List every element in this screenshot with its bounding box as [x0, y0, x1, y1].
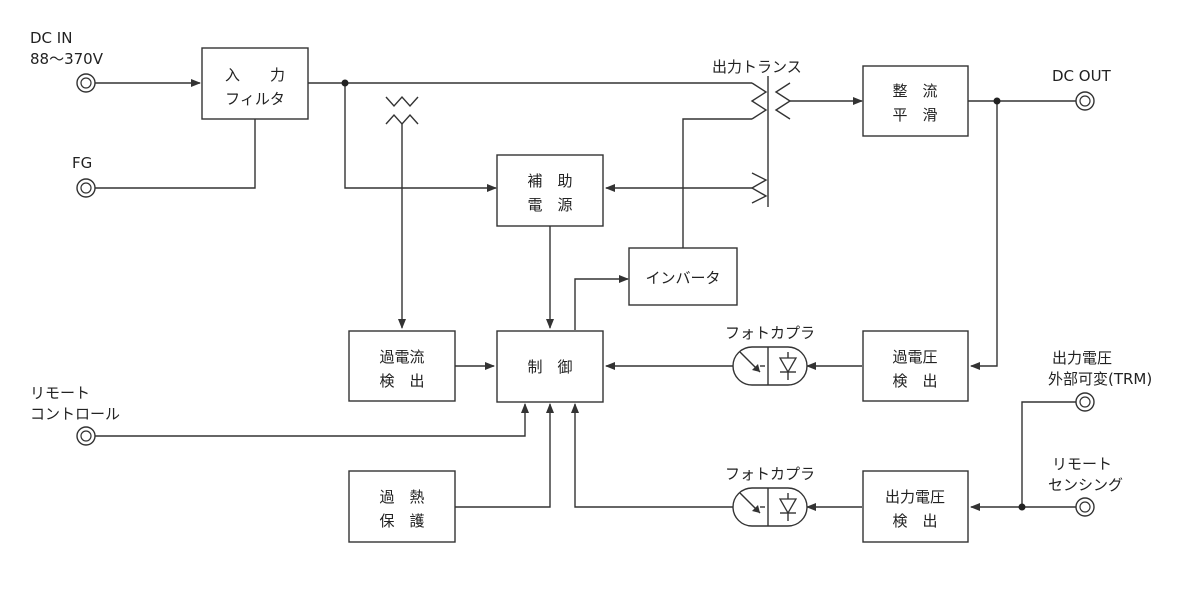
block-input-filter-line1: 入 力	[225, 66, 285, 84]
terminal-fg-label: FG	[72, 154, 92, 172]
terminal-trm: 出力電圧 外部可変(TRM)	[1048, 349, 1152, 412]
block-overvoltage-line1: 過電圧	[892, 348, 937, 366]
block-overcurrent-detect: 過電流 検 出	[348, 330, 456, 402]
terminal-remote-sensing: リモート センシング	[1048, 455, 1123, 517]
block-ovd-line2: 検 出	[892, 512, 937, 530]
block-output-voltage-detect: 出力電圧 検 出	[862, 470, 969, 543]
output-transformer-label: 出力トランス	[712, 58, 802, 76]
wire-remote-to-control	[95, 403, 529, 437]
terminal-trm-label-2: 外部可変(TRM)	[1048, 370, 1152, 388]
photocoupler-upper-label: フォトカプラ	[725, 324, 815, 342]
wire-control-to-inverter	[574, 275, 629, 330]
block-overcurrent-line1: 過電流	[379, 348, 424, 366]
block-thermal-line2: 保 護	[379, 512, 424, 530]
terminal-trm-label-1: 出力電圧	[1052, 349, 1112, 367]
terminal-remote-control-label-2: コントロール	[30, 405, 120, 423]
block-control-label: 制 御	[527, 358, 572, 376]
wire-dcout-to-overvoltage	[970, 101, 998, 370]
block-rectifier-line2: 平 滑	[892, 106, 937, 124]
wire-trm-to-node	[1021, 401, 1076, 507]
terminal-remote-control: リモート コントロール	[30, 384, 120, 446]
terminal-fg: FG	[72, 154, 96, 198]
photocoupler-lower-label: フォトカプラ	[725, 465, 815, 483]
junction-dot	[341, 79, 349, 87]
terminal-dc-in: DC IN 88～370V	[30, 29, 104, 93]
block-rectifier-line1: 整 流	[892, 82, 937, 100]
block-inverter: インバータ	[628, 247, 738, 306]
wire-fg-to-filter	[95, 119, 256, 189]
current-transformer-symbol	[385, 95, 419, 126]
block-inverter-label: インバータ	[645, 269, 720, 287]
terminal-remote-control-label-1: リモート	[30, 384, 90, 402]
junction-dot	[1018, 503, 1026, 511]
block-overvoltage-detect: 過電圧 検 出	[862, 330, 969, 402]
photocoupler-upper: フォトカプラ	[725, 324, 815, 386]
wire-pc2-to-control	[571, 403, 733, 508]
wire-thermal-to-control	[455, 403, 554, 508]
terminal-dc-in-label-2: 88～370V	[30, 50, 104, 68]
terminal-dc-in-label-1: DC IN	[30, 29, 72, 47]
wires	[95, 79, 1076, 511]
block-aux-power: 補 助 電 源	[496, 154, 604, 227]
block-thermal-protection: 過 熱 保 護	[348, 470, 456, 543]
block-overcurrent-line2: 検 出	[379, 372, 424, 390]
output-transformer-symbol	[750, 76, 792, 207]
block-thermal-line1: 過 熱	[379, 488, 424, 506]
block-aux-power-line1: 補 助	[527, 172, 572, 190]
wire-inverter-to-transformer	[682, 118, 752, 248]
wire-junction-to-aux	[344, 83, 497, 192]
photocoupler-lower: フォトカプラ	[725, 465, 815, 527]
terminal-dc-out: DC OUT	[1052, 67, 1112, 111]
block-overvoltage-line2: 検 出	[892, 372, 937, 390]
block-input-filter: 入 力 フィルタ	[201, 47, 309, 120]
terminal-remote-sensing-label-2: センシング	[1048, 476, 1123, 494]
block-rectifier: 整 流 平 滑	[862, 65, 969, 137]
block-ovd-line1: 出力電圧	[885, 488, 945, 506]
block-input-filter-line2: フィルタ	[225, 90, 285, 108]
terminal-remote-sensing-label-1: リモート	[1052, 455, 1112, 473]
terminal-dc-out-label: DC OUT	[1052, 67, 1112, 85]
block-control: 制 御	[496, 330, 604, 403]
block-aux-power-line2: 電 源	[527, 196, 572, 214]
junction-dot	[993, 97, 1001, 105]
